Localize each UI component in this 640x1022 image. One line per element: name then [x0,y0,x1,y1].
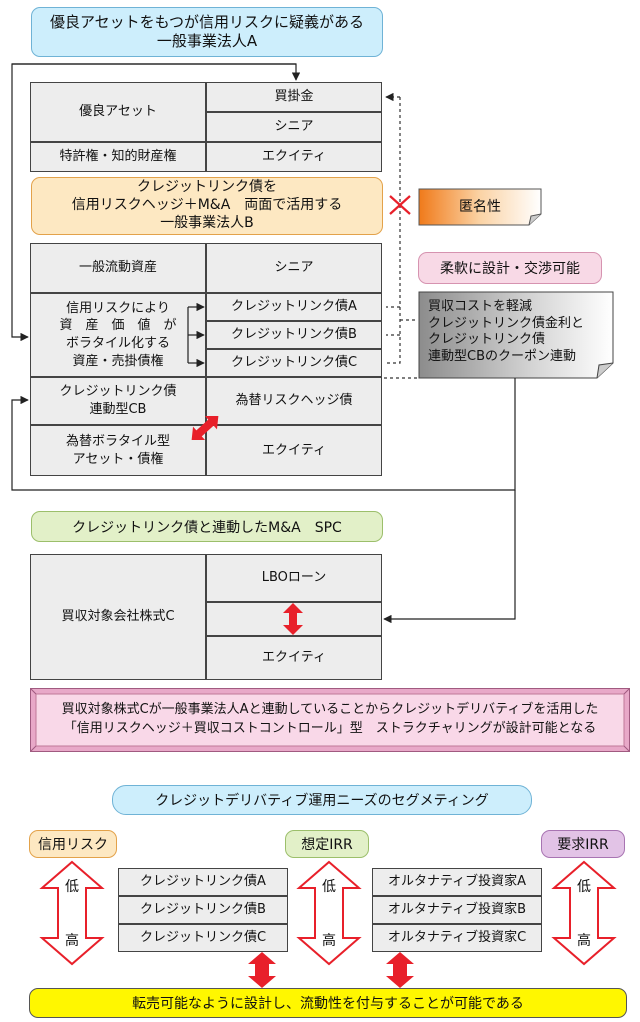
lbo-loan-cell: LBOローン [206,554,382,602]
current-assets-cell: 一般流動資産 [30,243,206,293]
target-company-shares-cell: 買収対象会社株式C [30,554,206,680]
segment-bond-c: クレジットリンク債C [118,924,288,952]
banner-frame [29,687,631,753]
volatile-credit-assets-cell: 信用リスクにより 資 産 価 値 が ボラタイル化する 資産・売掛債権 [30,293,206,377]
equity-cell-b: エクイティ [206,425,382,476]
spc-title: クレジットリンク債と連動したM&A SPC [31,511,383,542]
segmentation-title: クレジットデリバティブ運用ニーズのセグメティング [112,785,532,815]
bidirectional-red-arrow-icon [248,952,276,988]
assumed-irr-label: 想定IRR [285,830,369,858]
spc-middle-cell [206,602,382,636]
accounts-payable-cell: 買掛金 [206,82,382,112]
connector-arrow-top [12,63,301,81]
bidirectional-red-arrow-icon [386,952,414,988]
investor-b: オルタナティブ投資家B [372,896,542,924]
entity-b-title: クレジットリンク債を 信用リスクヘッジ＋M&A 両面で活用する 一般事業法人B [31,177,383,235]
anonymity-label: 匿名性 [459,199,501,215]
credit-linked-bond-c-cell: クレジットリンク債C [206,349,382,377]
equity-cell-c: エクイティ [206,636,382,680]
arrow-low-2: 低 [322,879,336,895]
hollow-red-double-arrow-icon [39,860,105,966]
entity-a-title: 優良アセットをもつが信用リスクに疑義がある 一般事業法人A [31,7,383,57]
flexible-design-label: 柔軟に設計・交渉可能 [418,252,602,284]
credit-risk-label: 信用リスク [29,830,117,858]
investor-a: オルタナティブ投資家A [372,868,542,896]
credit-risk-arrow: 低 高 [38,860,106,966]
liquidity-footer: 転売可能なように設計し、流動性を付与することが可能である [29,988,627,1018]
good-asset-cell: 優良アセット [30,82,206,142]
banner-text: 買収対象株式Cが一般事業法人Aと連動していることからクレジットデリバティブを活用… [61,702,599,736]
arrow-high-2: 高 [322,933,336,949]
patent-ip-cell: 特許権・知的財産権 [30,142,206,172]
note-shape [418,291,614,379]
segment-bond-a: クレジットリンク債A [118,868,288,896]
arrow-low-1: 低 [65,879,79,895]
assumed-irr-arrow: 低 高 [295,860,363,966]
required-irr-arrow: 低 高 [550,860,618,966]
credit-linked-bond-b-cell: クレジットリンク債B [206,321,382,349]
red-cross-icon [389,195,411,215]
dashed-connector [384,97,401,364]
investor-c: オルタナティブ投資家C [372,924,542,952]
anonymity-tag: 匿名性 [418,188,542,226]
cost-reduction-note: 買収コストを軽減 クレジットリンク債金利と クレジットリンク債 連動型CBのクー… [418,291,614,379]
arrow-low-3: 低 [577,879,591,895]
connector-arrow-spc [383,490,516,624]
equity-cell: エクイティ [206,142,382,172]
segment-bond-b: クレジットリンク債B [118,896,288,924]
credit-linked-cb-cell: クレジットリンク債 連動型CB [30,377,206,425]
required-irr-label: 要求IRR [541,830,625,858]
arrow-high-1: 高 [65,933,79,949]
anonymity-tag-shape [418,188,542,226]
credit-linked-bond-a-cell: クレジットリンク債A [206,293,382,321]
hollow-red-double-arrow-icon [551,860,617,966]
senior-cell: シニア [206,112,382,142]
fx-volatile-assets-cell: 為替ボラタイル型 アセット・債権 [30,425,206,476]
arrow-high-3: 高 [577,933,591,949]
hollow-red-double-arrow-icon [296,860,362,966]
fx-hedge-bond-cell: 為替リスクヘッジ債 [206,377,382,425]
note-text: 買収コストを軽減 クレジットリンク債金利と クレジットリンク債 連動型CBのクー… [428,299,585,364]
structuring-banner: 買収対象株式Cが一般事業法人Aと連動していることからクレジットデリバティブを活用… [29,687,631,753]
senior-cell-b: シニア [206,243,382,293]
